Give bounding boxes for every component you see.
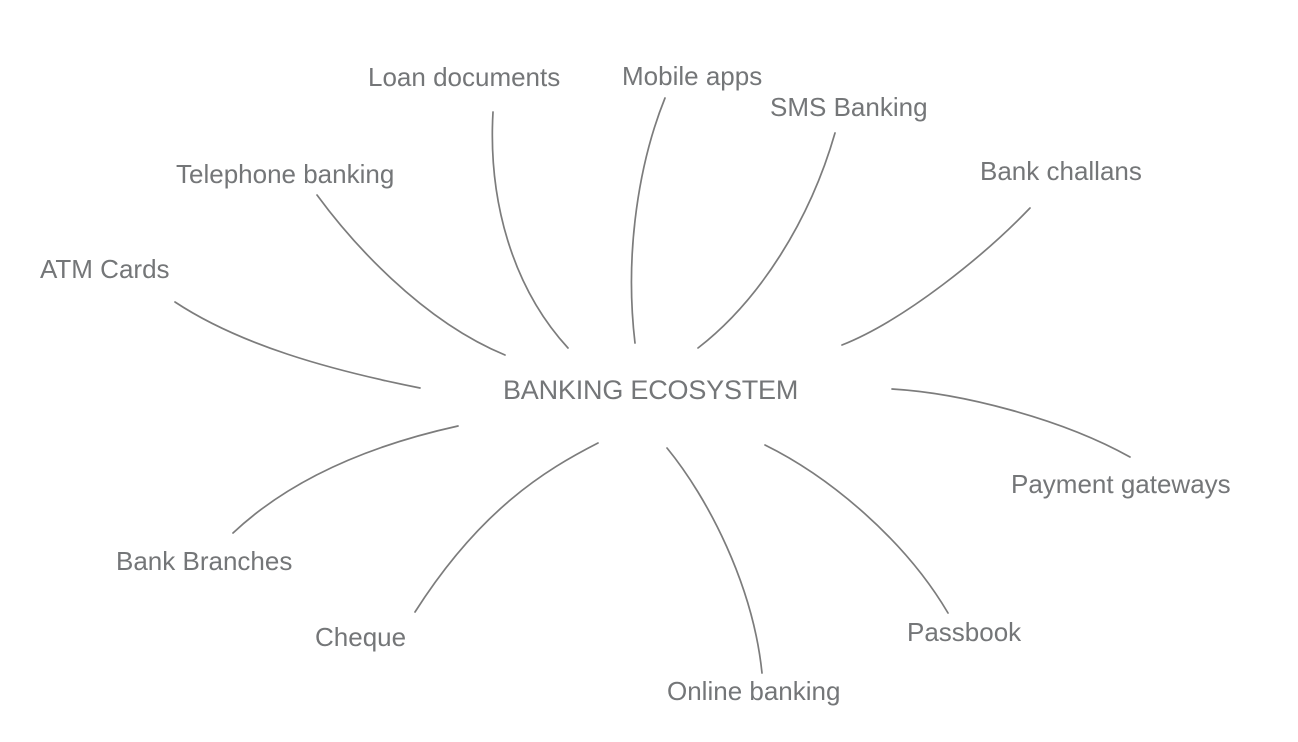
branch-label-bank-branches[interactable]: Bank Branches xyxy=(116,546,293,576)
branch-label-sms-banking[interactable]: SMS Banking xyxy=(770,92,928,122)
branch-curve-bank-challans xyxy=(841,207,1031,346)
branch-curve-telephone-banking xyxy=(316,194,506,356)
branch-label-mobile-apps[interactable]: Mobile apps xyxy=(622,61,763,91)
branch-curve-bank-branches xyxy=(232,425,459,534)
branch-curve-loan-documents xyxy=(491,111,569,349)
branch-label-cheque[interactable]: Cheque xyxy=(315,622,407,652)
branch-label-payment-gateways[interactable]: Payment gateways xyxy=(1011,469,1231,499)
branch-label-online-banking[interactable]: Online banking xyxy=(667,676,841,706)
branch-curve-online-banking xyxy=(666,447,763,674)
central-node-banking-ecosystem[interactable]: BANKING ECOSYSTEM xyxy=(503,375,799,405)
branch-curve-payment-gateways xyxy=(891,388,1131,458)
branch-label-atm-cards[interactable]: ATM Cards xyxy=(40,254,170,284)
branch-curve-mobile-apps xyxy=(630,97,666,344)
branch-label-bank-challans[interactable]: Bank challans xyxy=(980,156,1142,186)
branch-curve-atm-cards xyxy=(174,301,421,389)
branch-curve-sms-banking xyxy=(697,132,836,349)
branch-curve-passbook xyxy=(764,444,949,614)
branch-label-telephone-banking[interactable]: Telephone banking xyxy=(176,159,395,189)
branch-label-loan-documents[interactable]: Loan documents xyxy=(368,62,561,92)
branch-curve-cheque xyxy=(414,442,599,613)
branch-label-passbook[interactable]: Passbook xyxy=(907,617,1022,647)
